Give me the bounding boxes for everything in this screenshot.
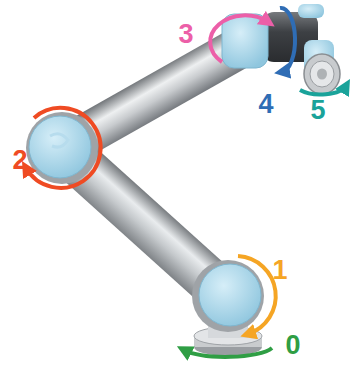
rotation-arrow — [238, 256, 276, 334]
rotation-arrow — [184, 348, 272, 357]
joint-number: 4 — [258, 91, 273, 118]
shoulder-joint — [192, 260, 264, 332]
rotation-arrow — [210, 15, 268, 62]
joint-number: 1 — [272, 257, 287, 284]
rotation-arrow — [300, 86, 346, 94]
elbow-joint — [26, 112, 98, 184]
rotation-arrow — [26, 108, 101, 188]
joint-number: 5 — [310, 97, 325, 124]
joint-number: 2 — [12, 147, 27, 174]
joint-number: 0 — [285, 332, 300, 359]
joint-number: 3 — [178, 21, 193, 48]
rotation-arrow — [280, 8, 295, 72]
